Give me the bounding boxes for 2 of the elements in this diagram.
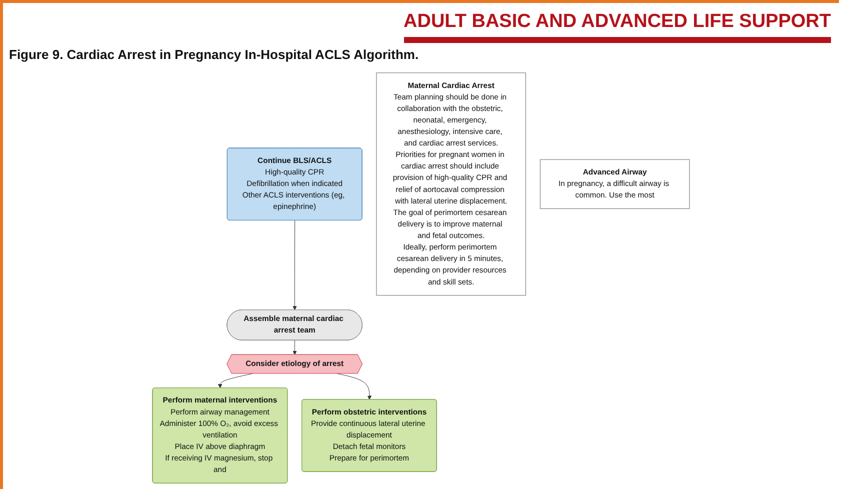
header-text: ADULT BASIC AND ADVANCED LIFE SUPPORT (404, 11, 831, 43)
figure-title: Figure 9. Cardiac Arrest in Pregnancy In-Hospital ACLS Algorithm. (9, 47, 419, 62)
